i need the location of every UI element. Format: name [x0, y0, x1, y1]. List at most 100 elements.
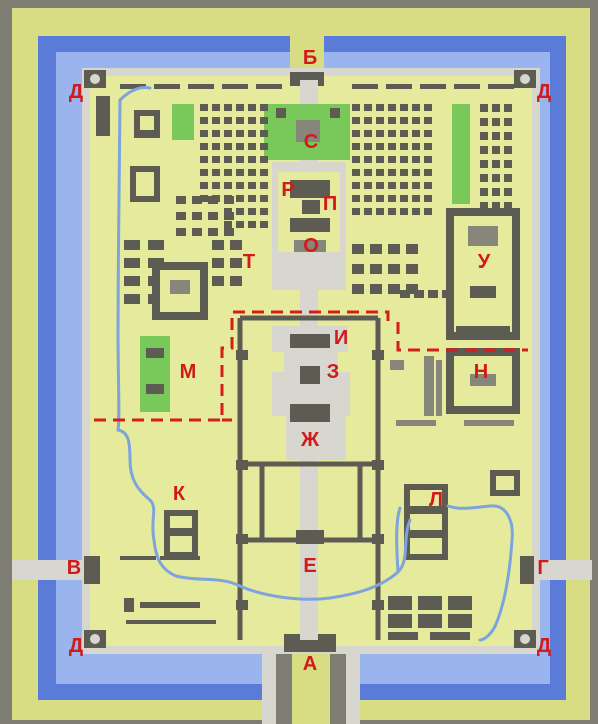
- west-garden-north: [172, 104, 194, 140]
- building: [400, 117, 408, 124]
- label-o: О: [303, 235, 319, 257]
- building: [212, 143, 220, 150]
- building: [364, 195, 372, 202]
- building: [256, 84, 282, 89]
- building: [400, 169, 408, 176]
- east-garden: [452, 104, 470, 204]
- building: [412, 195, 420, 202]
- building: [492, 132, 500, 140]
- building: [148, 240, 164, 250]
- building: [400, 130, 408, 137]
- building: [376, 169, 384, 176]
- east-gate: [520, 556, 534, 584]
- building: [248, 208, 256, 215]
- building: [352, 264, 364, 274]
- label-d-se: Д: [537, 635, 551, 657]
- building: [236, 208, 244, 215]
- building: [212, 240, 224, 250]
- building: [230, 276, 242, 286]
- building: [208, 212, 218, 220]
- building: [352, 130, 360, 137]
- building: [236, 104, 244, 111]
- building: [412, 169, 420, 176]
- building: [488, 84, 514, 89]
- building: [352, 104, 360, 111]
- building: [260, 208, 268, 215]
- building: [424, 156, 432, 163]
- building: [124, 276, 140, 286]
- building: [400, 195, 408, 202]
- building: [260, 182, 268, 189]
- building: [376, 130, 384, 137]
- building: [406, 284, 418, 294]
- building: [480, 160, 488, 168]
- building: [364, 117, 372, 124]
- building: [200, 182, 208, 189]
- building: [388, 284, 400, 294]
- building: [364, 182, 372, 189]
- building: [480, 104, 488, 112]
- building: [200, 117, 208, 124]
- building: [200, 195, 208, 202]
- building: [400, 104, 408, 111]
- building: [364, 156, 372, 163]
- building: [480, 118, 488, 126]
- building: [504, 160, 512, 168]
- building: [400, 182, 408, 189]
- building: [224, 156, 232, 163]
- building: [260, 117, 268, 124]
- building: [230, 240, 242, 250]
- label-p: П: [323, 193, 337, 215]
- building: [388, 117, 396, 124]
- building: [504, 132, 512, 140]
- label-t: Т: [243, 251, 255, 273]
- building: [388, 156, 396, 163]
- waterway-east: [446, 504, 514, 642]
- building: [400, 156, 408, 163]
- building: [188, 84, 214, 89]
- building: [424, 130, 432, 137]
- building: [364, 130, 372, 137]
- building: [388, 264, 400, 274]
- building: [370, 244, 382, 254]
- building: [364, 169, 372, 176]
- building: [376, 104, 384, 111]
- building: [176, 196, 186, 204]
- building: [386, 84, 412, 89]
- building: [364, 143, 372, 150]
- building: [376, 117, 384, 124]
- label-i: И: [334, 327, 348, 349]
- building: [424, 104, 432, 111]
- building: [492, 202, 500, 210]
- building: [492, 174, 500, 182]
- building: [492, 188, 500, 196]
- building: [192, 196, 202, 204]
- building: [352, 84, 378, 89]
- label-u: У: [478, 251, 491, 273]
- building: [352, 182, 360, 189]
- building: [388, 104, 396, 111]
- building: [388, 169, 396, 176]
- building: [200, 156, 208, 163]
- building: [376, 143, 384, 150]
- dashed-boundary-west: [94, 310, 390, 422]
- building: [388, 195, 396, 202]
- label-zh: Ж: [300, 429, 320, 451]
- building: [412, 156, 420, 163]
- building: [224, 228, 234, 236]
- building: [376, 156, 384, 163]
- building: [248, 195, 256, 202]
- label-s: С: [304, 131, 318, 153]
- building: [364, 104, 372, 111]
- building: [260, 104, 268, 111]
- waterway-west: [116, 98, 412, 601]
- building: [388, 130, 396, 137]
- building: [364, 208, 372, 215]
- building: [388, 244, 400, 254]
- building: [492, 118, 500, 126]
- building: [224, 104, 232, 111]
- building: [224, 182, 232, 189]
- dashed-boundary-east: [396, 322, 528, 352]
- label-k: К: [173, 483, 186, 505]
